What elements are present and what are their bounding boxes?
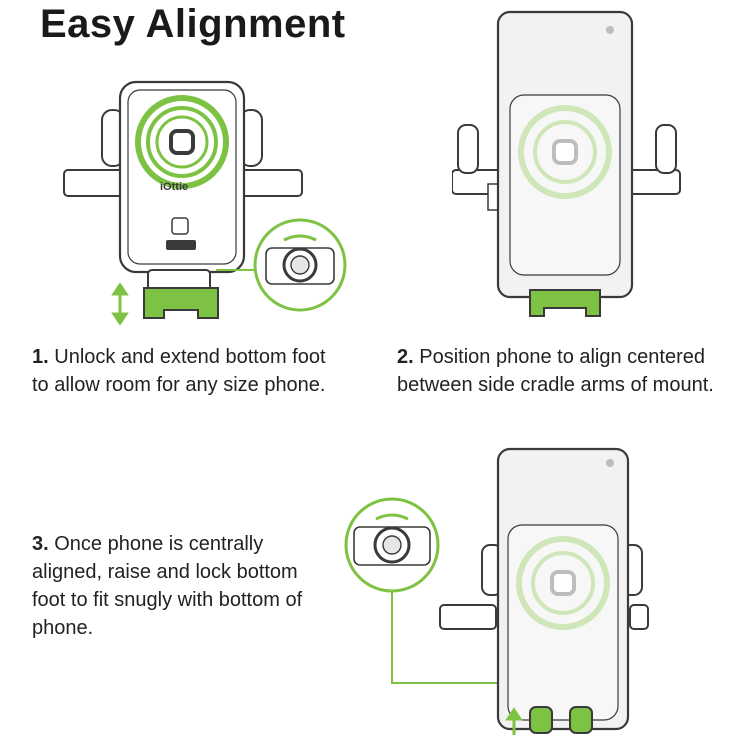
page-title: Easy Alignment bbox=[40, 2, 346, 46]
step-1-text: Unlock and extend bottom foot to allow r… bbox=[32, 346, 326, 396]
mount-extended-illustration: iOttie bbox=[63, 80, 347, 326]
step-2-number: 2. bbox=[397, 346, 414, 368]
step-1-number: 1. bbox=[32, 346, 49, 368]
step-3-instructions: 3. Once phone is centrally aligned, rais… bbox=[32, 530, 332, 642]
brand-logo: iOttie bbox=[160, 181, 188, 193]
step-2-instructions: 2. Position phone to align centered betw… bbox=[397, 343, 737, 399]
step-3-text: Once phone is centrally aligned, raise a… bbox=[32, 533, 303, 639]
foot-locked-illustration bbox=[344, 447, 649, 735]
step-1-instructions: 1. Unlock and extend bottom foot to allo… bbox=[32, 343, 332, 399]
phone-centered-illustration bbox=[452, 10, 681, 317]
step-2-text: Position phone to align centered between… bbox=[397, 346, 714, 396]
step-3-number: 3. bbox=[32, 533, 49, 555]
